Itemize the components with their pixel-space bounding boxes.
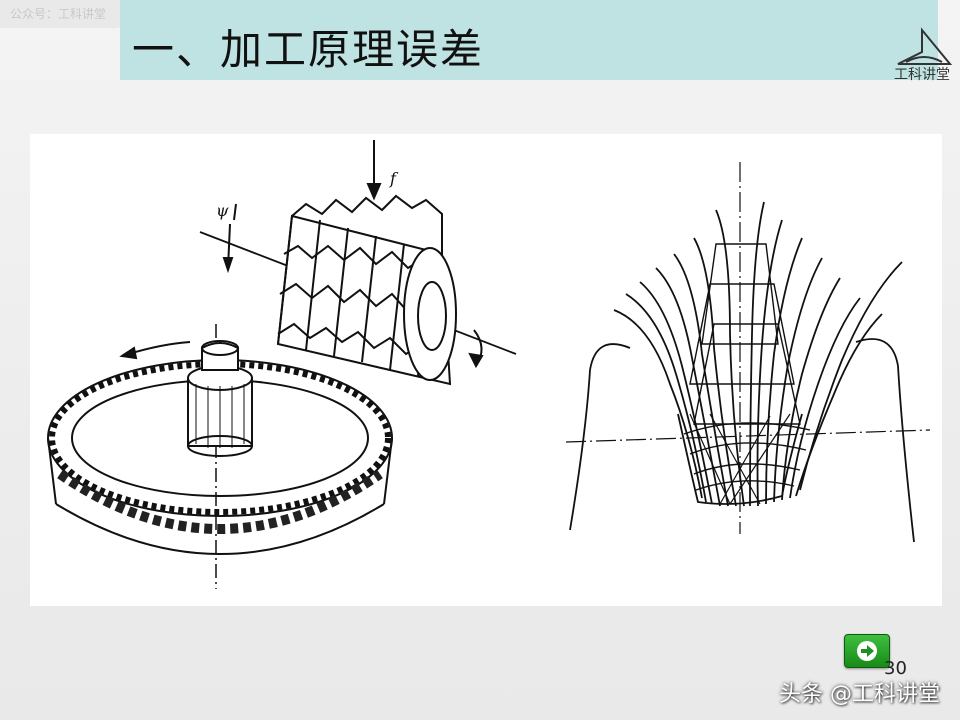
hobbing-diagram: f ψ [47, 140, 931, 589]
gear-hob-illustration [47, 140, 517, 589]
logo-icon [897, 27, 953, 65]
tooth-envelope-diagram [565, 162, 931, 543]
watermark-top: 公众号：工科讲堂 [0, 0, 124, 28]
logo-text: 工科讲堂 [894, 67, 950, 83]
page-number: 30 [884, 658, 907, 679]
feed-label: f [389, 169, 399, 188]
slide-title: 一、加工原理误差 [132, 25, 485, 74]
angle-label: ψ [216, 201, 229, 220]
watermark-bottom: 头条 @工科讲堂 [779, 682, 940, 707]
figure-panel: f ψ [30, 134, 942, 606]
title-bar: 一、加工原理误差 [120, 0, 938, 80]
arrow-right-icon [857, 641, 877, 661]
next-slide-button[interactable] [844, 634, 890, 668]
